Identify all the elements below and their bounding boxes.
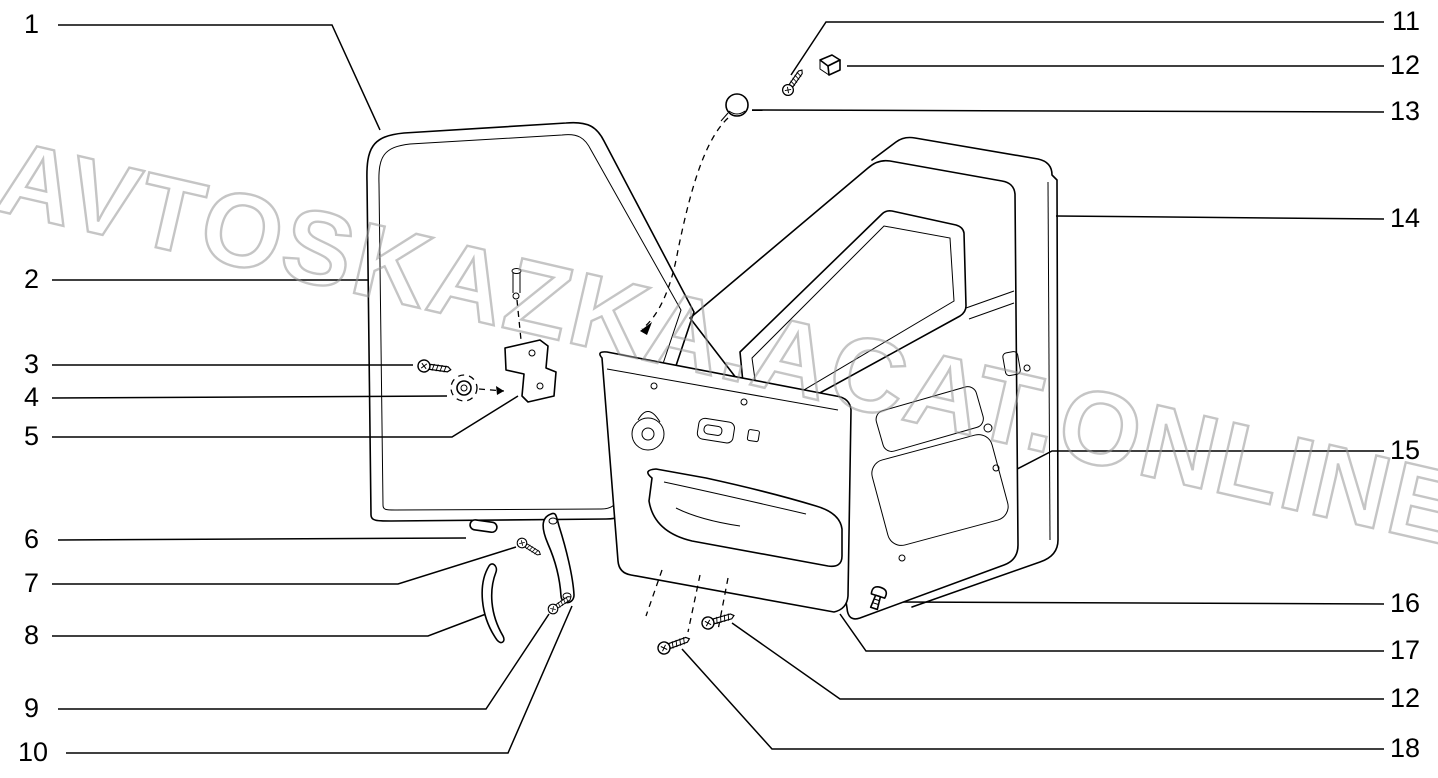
door-trim-panel-drawing [599,351,852,633]
door-outer-panel-drawing [871,136,1059,608]
callout-16: 16 [1389,588,1420,618]
callout-1: 1 [24,9,40,39]
callout-2: 2 [24,264,40,294]
callout-3: 3 [24,349,40,379]
leader-lines-left [51,24,573,754]
screw-3-icon [416,358,453,377]
callout-11: 11 [1391,6,1420,36]
callout-12-bottom: 12 [1389,683,1420,713]
callout-5: 5 [24,421,40,451]
callout-14: 14 [1389,203,1420,233]
washer-4-icon [450,374,505,402]
leader-lines-right [681,21,1385,750]
callout-17: 17 [1389,635,1420,665]
clip-16-icon [869,585,888,611]
sleeve-6-icon [469,519,498,534]
door-shell-drawing [689,159,1031,620]
callout-9: 9 [24,693,40,723]
screw-18-icon [655,632,693,657]
callout-4: 4 [24,382,40,412]
callout-8: 8 [24,620,40,650]
callout-6: 6 [24,524,40,554]
pull-handle-10-drawing [542,512,575,604]
callout-7: 7 [24,568,40,598]
clip-12-top-icon [819,54,841,76]
plug-13-drawing [640,93,749,335]
screw-12-bottom-icon [699,609,737,632]
trim-strip-8-drawing [481,563,505,644]
callout-18: 18 [1389,733,1420,763]
callout-15: 15 [1389,435,1420,465]
window-seal-drawing [366,121,695,522]
callout-12-top: 12 [1389,50,1420,80]
door-check-assembly-drawing [504,268,557,403]
callout-10: 10 [18,737,49,767]
screw-7-icon [514,535,544,560]
callout-13: 13 [1389,96,1420,126]
